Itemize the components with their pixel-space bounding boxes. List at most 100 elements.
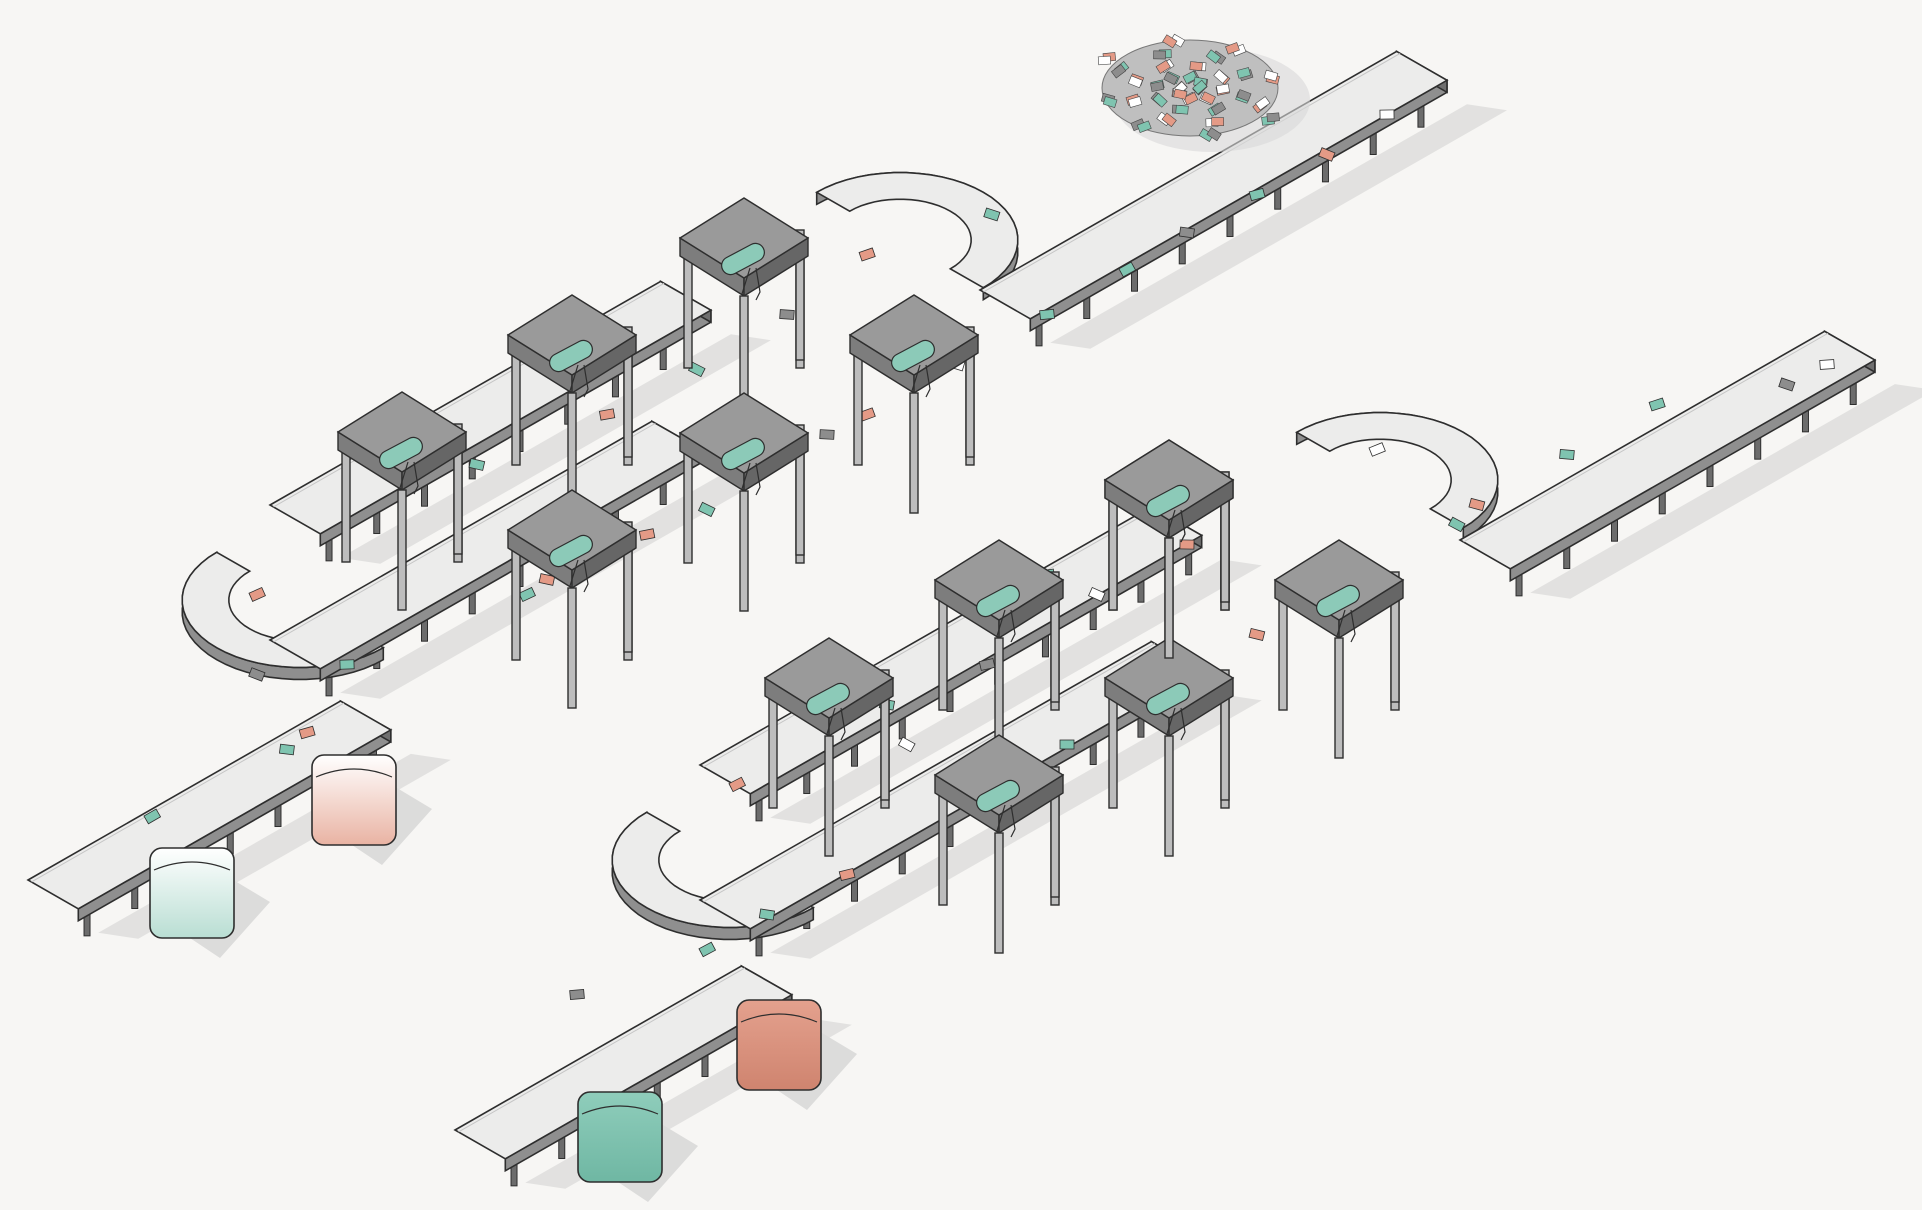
lower-right-loop-top: [1295, 411, 1499, 529]
waste-piece: [1216, 83, 1230, 95]
sorting-station-4-roller: [549, 534, 593, 568]
lower-salmon-bin: [736, 999, 822, 1091]
upper-lower-run-shadow: [340, 474, 763, 699]
item-19: [468, 458, 486, 471]
upper-white-bin-body: [149, 847, 235, 939]
waste-piece: [1097, 55, 1112, 66]
item-43: [1179, 539, 1195, 550]
item-28: [838, 867, 856, 882]
waste-piece: [1102, 96, 1118, 108]
waste-piece: [1213, 68, 1229, 84]
sorting-station-5-leg-front: [739, 490, 749, 612]
waste-piece: [1127, 96, 1143, 108]
upper-salmon-bin-body: [311, 754, 397, 846]
item-7: [638, 528, 656, 541]
waste-pile-mound: [1101, 39, 1279, 137]
item-30: [1059, 739, 1075, 750]
upper-upper-run-shadow: [340, 334, 771, 564]
item-35: [1559, 448, 1575, 461]
upper-lower-run-rail: [273, 422, 656, 643]
item-36: [1648, 397, 1666, 412]
waste-piece: [1189, 61, 1203, 72]
waste-piece: [1162, 34, 1178, 49]
lower-upper-run-rail: [703, 508, 1156, 768]
item-18: [248, 586, 266, 602]
sorting-station-6-leg-front: [909, 392, 919, 514]
sorting-station-11-leg-front: [1164, 735, 1174, 857]
sorting-station-12: [1273, 539, 1405, 759]
sorting-station-6: [848, 294, 980, 514]
lower-teal-bin: [577, 1091, 663, 1183]
waste-piece: [1161, 112, 1177, 128]
item-0: [143, 808, 162, 825]
item-37: [1778, 377, 1796, 392]
sorting-station-2-roller: [549, 339, 593, 373]
item-5: [518, 586, 536, 603]
sorting-station-8-leg-2: [1050, 571, 1060, 703]
item-3: [248, 667, 266, 682]
lower-teal-bin-rim: [581, 1105, 659, 1115]
lower-outfeed-belt-top: [1458, 330, 1877, 570]
item-32: [1248, 627, 1266, 642]
item-6: [538, 573, 556, 586]
waste-piece: [1236, 67, 1251, 79]
item-27: [758, 908, 775, 921]
sorting-station-3: [678, 197, 810, 417]
waste-piece: [1255, 96, 1271, 111]
sorting-station-2: [506, 294, 638, 514]
upper-salmon-bin: [311, 754, 397, 846]
item-23: [858, 247, 876, 262]
sorting-station-11-leg-2: [1220, 669, 1230, 801]
sorting-station-1-roller: [379, 436, 423, 470]
waste-piece: [1206, 127, 1222, 142]
item-14: [1178, 226, 1195, 239]
sorting-station-7-roller: [806, 682, 850, 716]
item-26: [698, 941, 717, 958]
item-42: [1088, 586, 1106, 602]
waste-piece: [1153, 50, 1166, 60]
item-20: [598, 408, 616, 421]
waste-piece: [1266, 112, 1280, 123]
sorting-station-5-leg-2: [795, 424, 805, 556]
lower-lower-run-shadow: [770, 694, 1262, 959]
lower-lower-run-rail: [703, 643, 1156, 903]
upper-infeed-belt-rail: [31, 702, 345, 883]
upper-outfeed-belt-rail: [983, 52, 1401, 293]
conveyor-belts: [26, 50, 1877, 1173]
sorting-station-13-leg-front: [1164, 537, 1174, 659]
sorting-station-1-leg-front: [397, 489, 407, 611]
waste-pile: [1097, 33, 1310, 152]
item-2: [298, 725, 316, 740]
upper-infeed-belt-top: [26, 700, 393, 910]
upper-outfeed-belt-shadow: [1050, 104, 1507, 349]
waste-piece: [1183, 92, 1199, 106]
lower-upper-run-shadow: [770, 559, 1262, 824]
waste-piece: [1110, 63, 1127, 79]
collection-bins: [149, 754, 822, 1183]
waste-piece: [1150, 81, 1165, 92]
sorting-station-10-roller: [976, 779, 1020, 813]
lower-outfeed-belt-side: [1509, 358, 1876, 583]
sorting-station-4-leg-front: [567, 587, 577, 709]
item-22: [779, 309, 795, 320]
sorting-station-8-roller: [976, 584, 1020, 618]
item-45: [1468, 497, 1486, 512]
lower-teal-bin-body: [577, 1091, 663, 1183]
item-25: [569, 988, 585, 1001]
item-24: [983, 207, 1001, 222]
item-1: [278, 743, 295, 756]
sorting-station-3-roller: [721, 242, 765, 276]
sorting-station-4: [506, 489, 638, 709]
waste-piece: [1200, 91, 1216, 105]
sorting-station-7: [763, 637, 895, 857]
sorting-station-12-leg-2: [1390, 571, 1400, 703]
waste-piece: [1182, 70, 1198, 85]
waste-piece: [1210, 101, 1227, 116]
waste-piece: [1211, 117, 1224, 126]
waste-piece: [1170, 33, 1186, 48]
lower-infeed-belt-rail: [458, 967, 746, 1133]
item-16: [1318, 147, 1336, 162]
sorting-station-8: [933, 539, 1065, 759]
waste-piece: [1263, 69, 1279, 82]
